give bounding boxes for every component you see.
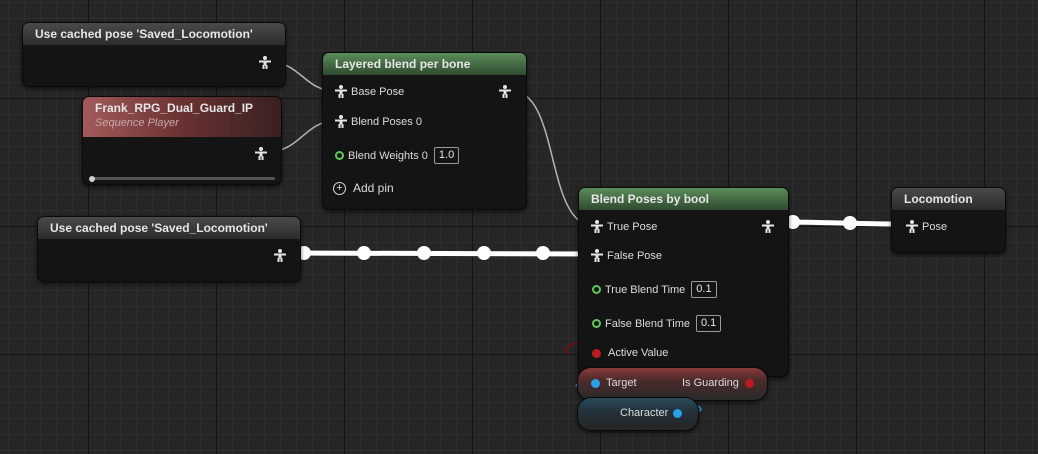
pin-label: Blend Poses 0 bbox=[351, 115, 422, 128]
pin-label: Blend Weights 0 bbox=[348, 149, 428, 162]
bool-pin-icon bbox=[592, 348, 601, 358]
float-pin-icon bbox=[592, 285, 601, 294]
float-pin-icon bbox=[592, 319, 601, 328]
output-pose-pin[interactable] bbox=[274, 249, 286, 262]
active-value-pin[interactable]: Active Value bbox=[592, 347, 668, 359]
true-blend-time-input[interactable]: 0.1 bbox=[691, 281, 717, 298]
play-position-slider[interactable] bbox=[91, 177, 275, 180]
cached-pose-node-2[interactable]: Use cached pose 'Saved_Locomotion' bbox=[37, 216, 301, 282]
float-pin-icon bbox=[335, 151, 344, 160]
pose-figure-icon bbox=[762, 220, 774, 233]
sequence-player-node[interactable]: Frank_RPG_Dual_Guard_IP Sequence Player bbox=[82, 96, 282, 185]
true-pose-pin[interactable]: True Pose bbox=[591, 220, 657, 233]
node-subtitle: Sequence Player bbox=[95, 117, 179, 129]
pin-label: True Pose bbox=[607, 220, 658, 233]
pin-label: False Blend Time bbox=[605, 317, 690, 330]
character-output-pin[interactable]: Character bbox=[616, 407, 683, 419]
wire-beads-locomotion bbox=[786, 215, 857, 230]
false-blend-time-pin[interactable]: False Blend Time 0.1 bbox=[592, 315, 722, 332]
false-blend-time-input[interactable]: 0.1 bbox=[695, 315, 722, 332]
pose-figure-icon bbox=[906, 220, 918, 233]
pin-label: Target bbox=[606, 377, 637, 389]
pose-figure-icon bbox=[591, 249, 603, 262]
blend-poses-by-bool-node[interactable]: Blend Poses by bool True Pose False Pose… bbox=[578, 187, 789, 377]
base-pose-pin[interactable]: Base Pose bbox=[335, 85, 404, 98]
node-title: Blend Poses by bool bbox=[579, 188, 788, 210]
locomotion-output-node[interactable]: Locomotion Pose bbox=[891, 187, 1006, 253]
output-pose-pin[interactable] bbox=[499, 85, 511, 98]
plus-circle-icon: + bbox=[333, 181, 346, 195]
node-title: Locomotion bbox=[892, 188, 1005, 210]
pose-figure-icon bbox=[259, 56, 271, 69]
target-pin[interactable]: Target bbox=[591, 377, 637, 389]
node-title: Use cached pose 'Saved_Locomotion' bbox=[38, 217, 300, 239]
pin-label: Base Pose bbox=[351, 85, 405, 98]
pose-figure-icon bbox=[335, 85, 347, 98]
pin-label: Pose bbox=[922, 220, 948, 233]
pose-input-pin[interactable]: Pose bbox=[906, 220, 947, 233]
add-pin-label: Add pin bbox=[353, 181, 394, 195]
pin-label: Active Value bbox=[608, 347, 669, 359]
pin-label: False Pose bbox=[607, 249, 663, 262]
blend-weights-0-pin[interactable]: Blend Weights 0 1.0 bbox=[335, 147, 460, 164]
layered-blend-node[interactable]: Layered blend per bone Base Pose Blend P… bbox=[322, 52, 527, 210]
output-pose-pin[interactable] bbox=[255, 147, 267, 160]
is-guarding-output-pin[interactable]: Is Guarding bbox=[678, 377, 754, 389]
blend-poses-0-pin[interactable]: Blend Poses 0 bbox=[335, 115, 422, 128]
pin-label: Character bbox=[620, 407, 669, 419]
bool-pin-icon bbox=[744, 378, 754, 388]
node-title: Layered blend per bone bbox=[323, 53, 526, 75]
object-pin-icon bbox=[591, 378, 600, 388]
node-header: Frank_RPG_Dual_Guard_IP Sequence Player bbox=[83, 97, 281, 137]
character-getter-node[interactable]: Character bbox=[577, 397, 699, 431]
output-pose-pin[interactable] bbox=[259, 56, 271, 69]
node-title: Use cached pose 'Saved_Locomotion' bbox=[23, 23, 285, 45]
pose-figure-icon bbox=[499, 85, 511, 98]
blend-weights-0-input[interactable]: 1.0 bbox=[433, 147, 460, 164]
output-pose-pin[interactable] bbox=[762, 220, 774, 233]
node-title: Frank_RPG_Dual_Guard_IP bbox=[95, 101, 254, 115]
pose-figure-icon bbox=[335, 115, 347, 128]
slider-knob[interactable] bbox=[89, 175, 95, 182]
cached-pose-node-1[interactable]: Use cached pose 'Saved_Locomotion' bbox=[22, 22, 286, 87]
add-pin-button[interactable]: + Add pin bbox=[333, 181, 394, 195]
pin-label: Is Guarding bbox=[682, 377, 739, 389]
pose-figure-icon bbox=[591, 220, 603, 233]
false-pose-pin[interactable]: False Pose bbox=[591, 249, 662, 262]
pose-figure-icon bbox=[274, 249, 286, 262]
is-guarding-node[interactable]: Target Is Guarding bbox=[577, 367, 768, 401]
object-pin-icon bbox=[673, 408, 683, 418]
pose-figure-icon bbox=[255, 147, 267, 160]
pin-label: True Blend Time bbox=[605, 283, 686, 296]
true-blend-time-pin[interactable]: True Blend Time 0.1 bbox=[592, 281, 717, 298]
